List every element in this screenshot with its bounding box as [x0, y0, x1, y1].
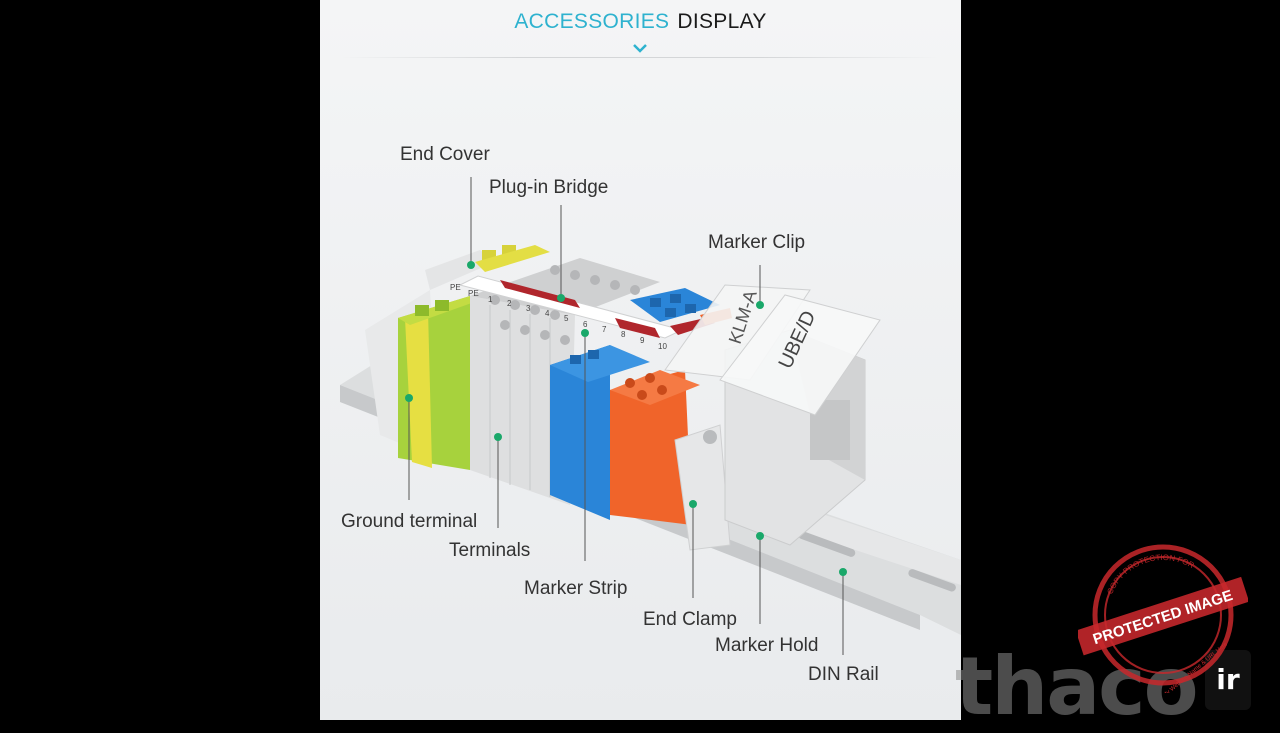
- strip-num-4: 4: [545, 309, 550, 318]
- label-end-clamp: End Clamp: [643, 609, 737, 630]
- strip-num-2: 2: [507, 299, 512, 308]
- strip-num-1: 1: [488, 295, 493, 304]
- product-panel: ACCESSORIES DISPLAY: [320, 0, 961, 720]
- end-clamp-shape: [674, 424, 731, 551]
- chevron-down-icon: [633, 44, 647, 53]
- strip-pe-2: PE: [468, 289, 479, 298]
- strip-num-7: 7: [602, 325, 607, 334]
- protected-image-stamp: COPY PROTECTION FOR PROTECTED IMAGE My W…: [1078, 544, 1248, 693]
- label-din-rail: DIN Rail: [808, 664, 879, 685]
- strip-num-8: 8: [621, 330, 626, 339]
- label-ground-terminal: Ground terminal: [341, 511, 478, 532]
- ground-terminal-shape: [398, 245, 550, 470]
- label-marker-hold: Marker Hold: [715, 635, 819, 656]
- stamp-subtext: My Website Name & URL Here: [1162, 641, 1230, 693]
- terminal-block-assembly: PE PE 1 2 3 4 5 6 7 8 9 10: [340, 177, 961, 655]
- strip-num-3: 3: [526, 304, 531, 313]
- label-plug-in-bridge: Plug-in Bridge: [489, 177, 609, 198]
- header-accent-text: ACCESSORIES: [514, 10, 670, 33]
- strip-num-10: 10: [658, 342, 667, 351]
- marker-clip-shape: KLM-A UBE/D: [664, 284, 881, 416]
- stamp-ring-text: COPY PROTECTION FOR: [1105, 553, 1196, 596]
- strip-num-9: 9: [640, 336, 645, 345]
- label-marker-strip: Marker Strip: [524, 578, 628, 599]
- section-header: ACCESSORIES DISPLAY: [320, 10, 961, 34]
- watermark-brand: thaco: [955, 640, 1199, 733]
- strip-pe-1: PE: [450, 283, 461, 292]
- label-marker-clip: Marker Clip: [708, 232, 806, 253]
- label-terminals: Terminals: [449, 540, 531, 561]
- label-end-cover: End Cover: [400, 144, 490, 165]
- stamp-text: PROTECTED IMAGE: [1091, 587, 1235, 648]
- callout-dots: [405, 261, 847, 576]
- callout-lines: [408, 177, 844, 655]
- blue-terminals-shape: [550, 288, 720, 520]
- strip-num-6: 6: [583, 320, 588, 329]
- header-divider: [340, 57, 940, 58]
- header-dark-text: DISPLAY: [677, 10, 767, 33]
- strip-num-5: 5: [564, 314, 569, 323]
